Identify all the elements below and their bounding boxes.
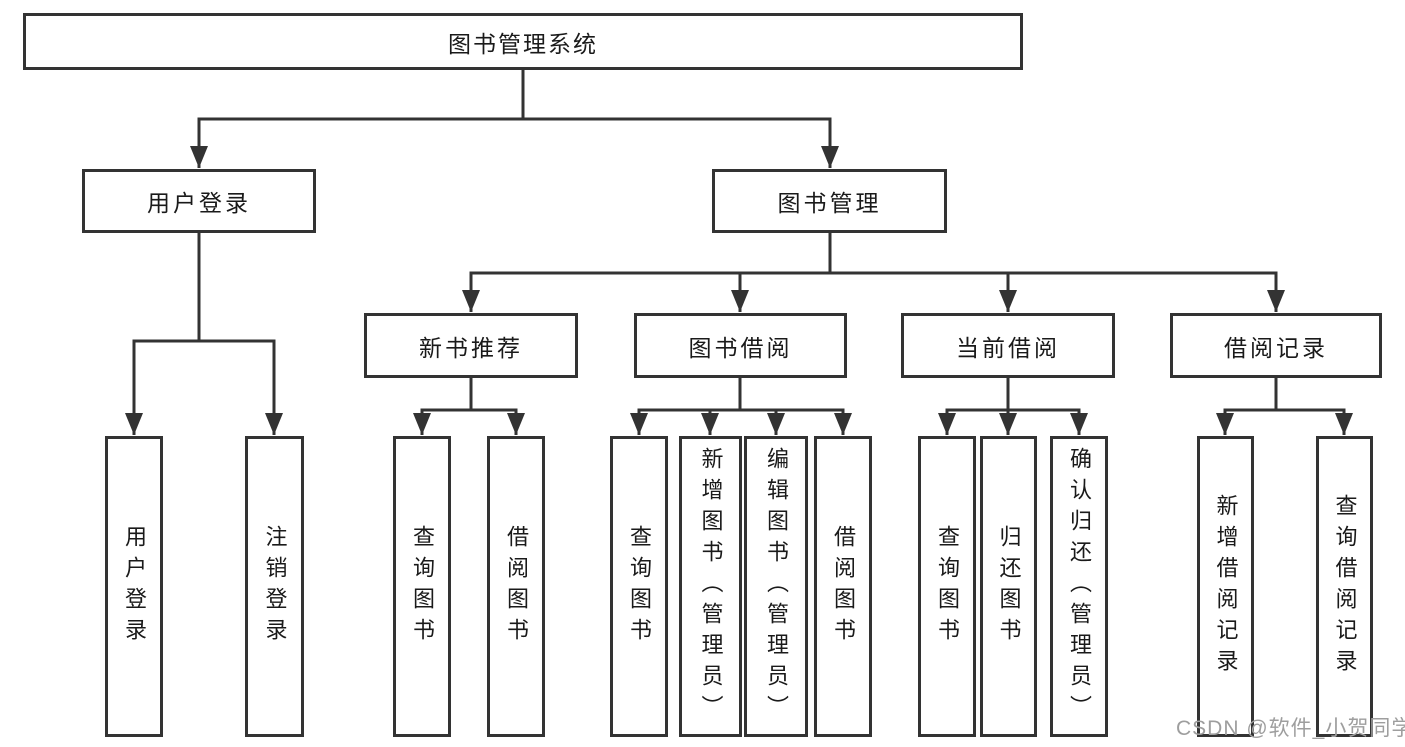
connector-segments: [132, 70, 1346, 412]
node-book-borrowing: 图书借阅: [634, 313, 847, 378]
node-user-login: 用户登录: [105, 436, 163, 737]
node-current-borrowing: 当前借阅: [901, 313, 1115, 378]
node-query-borrow-record: 查询借阅记录: [1316, 436, 1373, 737]
node-query-books-recommend: 查询图书: [393, 436, 451, 737]
node-user-login-branch: 用户登录: [82, 169, 316, 233]
node-borrow-books-recommend: 借阅图书: [487, 436, 545, 737]
node-logout: 注销登录: [245, 436, 304, 737]
node-borrowing-records: 借阅记录: [1170, 313, 1382, 378]
node-query-books-current: 查询图书: [918, 436, 976, 737]
node-add-book-admin: 新增图书（管理员）: [679, 436, 742, 737]
node-edit-book-admin: 编辑图书（管理员）: [744, 436, 808, 737]
node-book-management-branch: 图书管理: [712, 169, 947, 233]
node-query-books-borrowing: 查询图书: [610, 436, 668, 737]
node-return-book: 归还图书: [980, 436, 1037, 737]
node-new-book-recommend: 新书推荐: [364, 313, 578, 378]
csdn-watermark: CSDN @软件_小贺同学: [1176, 717, 1405, 740]
node-borrow-books-borrowing: 借阅图书: [814, 436, 872, 737]
node-add-borrow-record: 新增借阅记录: [1197, 436, 1254, 737]
connector-arrows: [125, 119, 1353, 435]
node-library-management-system: 图书管理系统: [23, 13, 1023, 70]
node-confirm-return-admin: 确认归还（管理员）: [1050, 436, 1108, 737]
